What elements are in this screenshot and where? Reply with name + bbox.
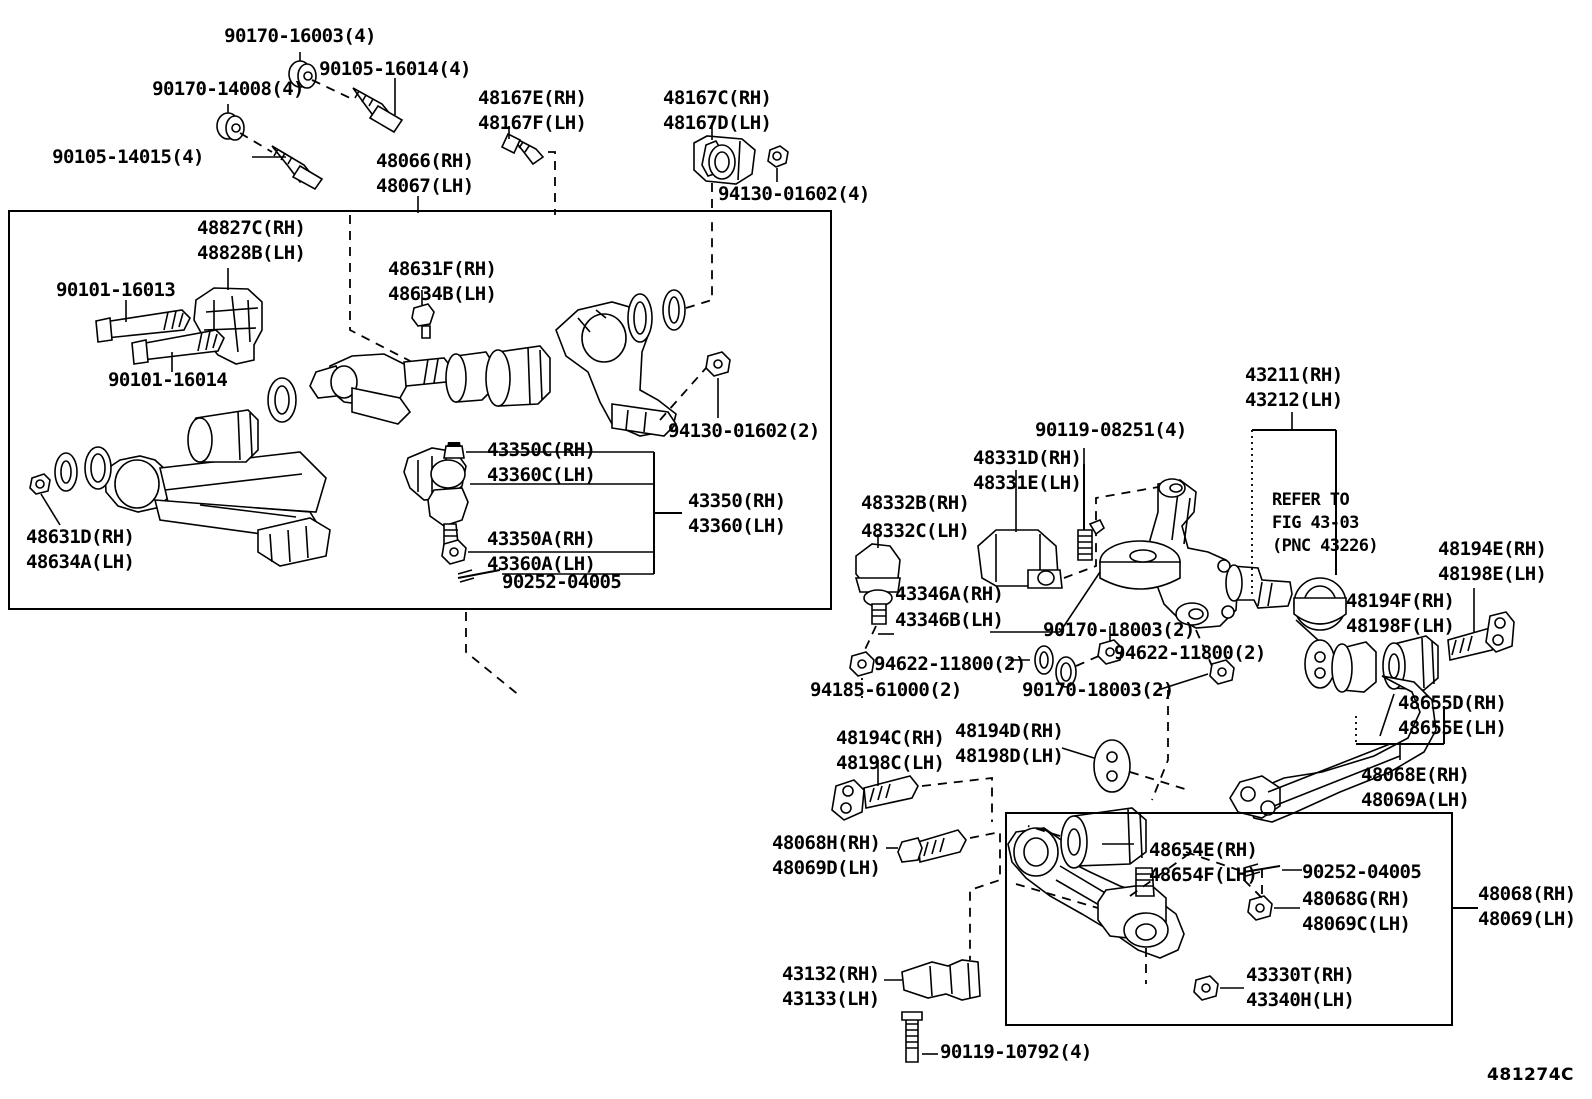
label-48194F: 48194F(RH) <box>1346 590 1455 612</box>
diagram-id: 481274C <box>1487 1065 1574 1085</box>
label-43133: 43133(LH) <box>782 988 880 1010</box>
label-48331D: 48331D(RH) <box>973 447 1082 469</box>
label-90252-04005-upper: 90252-04005 <box>502 571 622 593</box>
label-43360A: 43360A(LH) <box>487 553 596 575</box>
label-94130-01602-2: 94130-01602(2) <box>668 420 820 442</box>
label-48068: 48068(RH) <box>1478 883 1576 905</box>
label-48167E: 48167E(RH) <box>478 87 587 109</box>
refer-note-line2: FIG 43-03 <box>1272 513 1359 533</box>
label-48655D: 48655D(RH) <box>1398 692 1507 714</box>
label-90170-16003: 90170-16003(4) <box>224 25 376 47</box>
label-90105-14015: 90105-14015(4) <box>52 146 204 168</box>
label-48167C: 48167C(RH) <box>663 87 772 109</box>
label-43340H: 43340H(LH) <box>1246 989 1355 1011</box>
label-48068G: 48068G(RH) <box>1302 888 1411 910</box>
label-48066: 48066(RH) <box>376 150 474 172</box>
label-48198C: 48198C(LH) <box>836 752 945 774</box>
label-48634B: 48634B(LH) <box>388 283 497 305</box>
label-43132: 43132(RH) <box>782 963 880 985</box>
label-48198E: 48198E(LH) <box>1438 563 1547 585</box>
label-48655E: 48655E(LH) <box>1398 717 1507 739</box>
label-48654F: 48654F(LH) <box>1149 864 1258 886</box>
label-48654E: 48654E(RH) <box>1149 839 1258 861</box>
label-94622-11800-right: 94622-11800(2) <box>1114 642 1266 664</box>
label-48068E: 48068E(RH) <box>1361 764 1470 786</box>
label-48198F: 48198F(LH) <box>1346 615 1455 637</box>
label-90105-16014: 90105-16014(4) <box>319 58 471 80</box>
label-43360C: 43360C(LH) <box>487 464 596 486</box>
label-43211: 43211(RH) <box>1245 364 1343 386</box>
label-43212: 43212(LH) <box>1245 389 1343 411</box>
label-90101-16014: 90101-16014 <box>108 369 228 391</box>
label-94622-11800-left: 94622-11800(2) <box>874 653 1026 675</box>
label-48067: 48067(LH) <box>376 175 474 197</box>
label-48198D: 48198D(LH) <box>955 745 1064 767</box>
label-48069D: 48069D(LH) <box>772 857 881 879</box>
label-43350C: 43350C(RH) <box>487 439 596 461</box>
label-43346A: 43346A(RH) <box>895 583 1004 605</box>
label-94185-61000: 94185-61000(2) <box>810 679 962 701</box>
label-90170-18003-lower: 90170-18003(2) <box>1022 679 1174 701</box>
refer-note-line3: (PNC 43226) <box>1272 536 1379 556</box>
label-48194D: 48194D(RH) <box>955 720 1064 742</box>
upper-left-group-box <box>8 210 832 610</box>
label-90119-10792: 90119-10792(4) <box>940 1041 1092 1063</box>
label-43350A: 43350A(RH) <box>487 528 596 550</box>
label-48332C: 48332C(LH) <box>861 520 970 542</box>
label-48167D: 48167D(LH) <box>663 112 772 134</box>
label-48331E: 48331E(LH) <box>973 472 1082 494</box>
label-48634A: 48634A(LH) <box>26 551 135 573</box>
label-48631F: 48631F(RH) <box>388 258 497 280</box>
label-48068H: 48068H(RH) <box>772 832 881 854</box>
lower-right-group-box <box>1005 812 1453 1026</box>
label-48631D: 48631D(RH) <box>26 526 135 548</box>
label-90101-16013: 90101-16013 <box>56 279 176 301</box>
label-48194E: 48194E(RH) <box>1438 538 1547 560</box>
label-48828B: 48828B(LH) <box>197 242 306 264</box>
label-48332B: 48332B(RH) <box>861 492 970 514</box>
label-48069C: 48069C(LH) <box>1302 913 1411 935</box>
label-43360: 43360(LH) <box>688 515 786 537</box>
label-90170-18003-upper: 90170-18003(2) <box>1043 619 1195 641</box>
label-90170-14008: 90170-14008(4) <box>152 78 304 100</box>
refer-note-line1: REFER TO <box>1272 490 1350 510</box>
label-90252-04005-lower: 90252-04005 <box>1302 861 1422 883</box>
label-90119-08251: 90119-08251(4) <box>1035 419 1187 441</box>
label-48069A: 48069A(LH) <box>1361 789 1470 811</box>
label-48167F: 48167F(LH) <box>478 112 587 134</box>
label-48069: 48069(LH) <box>1478 908 1576 930</box>
label-94130-01602-4: 94130-01602(4) <box>718 183 870 205</box>
label-43330T: 43330T(RH) <box>1246 964 1355 986</box>
label-48827C: 48827C(RH) <box>197 217 306 239</box>
label-48194C: 48194C(RH) <box>836 727 945 749</box>
label-43350: 43350(RH) <box>688 490 786 512</box>
label-43346B: 43346B(LH) <box>895 609 1004 631</box>
